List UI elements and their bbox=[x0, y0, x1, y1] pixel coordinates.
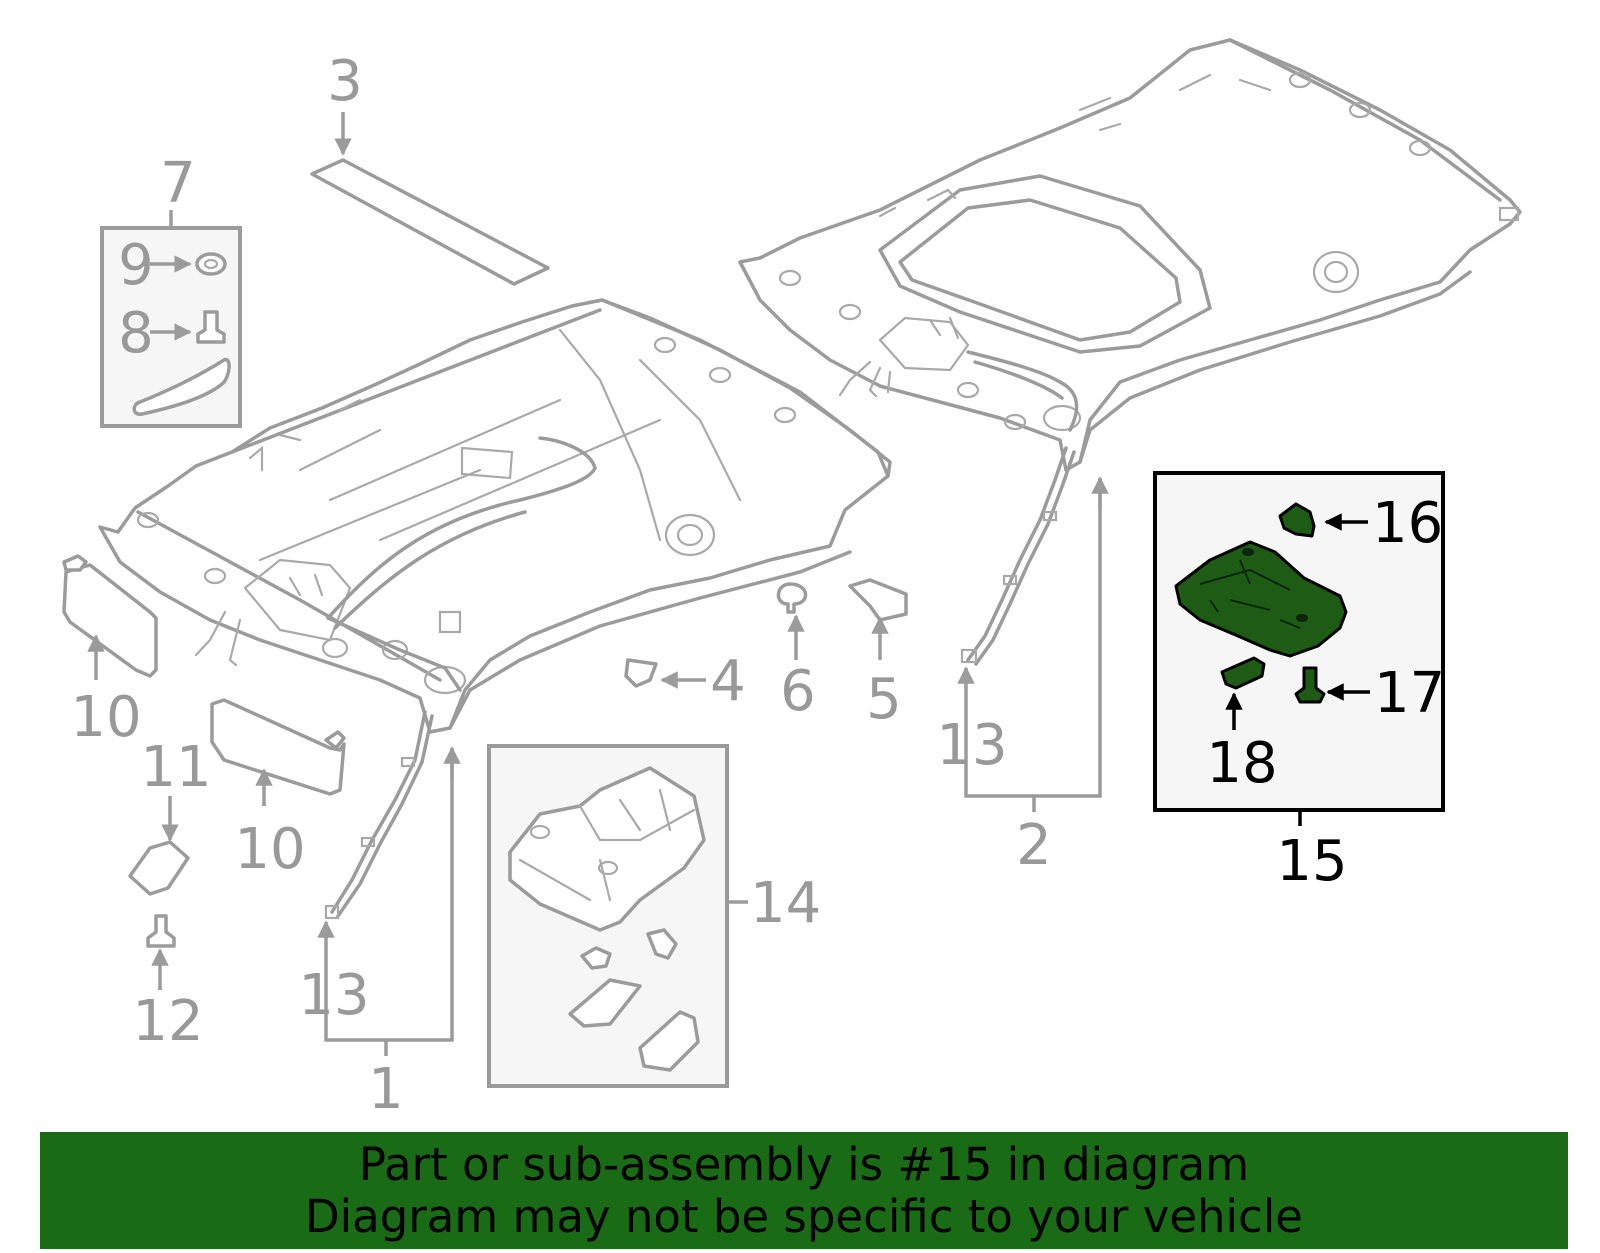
callout-10-upper: 10 bbox=[70, 685, 141, 750]
callout-16: 16 bbox=[1372, 491, 1443, 556]
wire-harness-left bbox=[324, 710, 434, 920]
sun-visor-upper bbox=[62, 563, 158, 678]
part-5-bracket bbox=[848, 578, 908, 622]
wire-harness-right bbox=[960, 446, 1076, 666]
headliner-left bbox=[98, 298, 892, 734]
callout-12: 12 bbox=[132, 989, 203, 1054]
callout-13-right: 13 bbox=[936, 713, 1007, 778]
callout-13-left: 13 bbox=[298, 963, 369, 1028]
part-15-console bbox=[1174, 540, 1348, 658]
box-15-group bbox=[1153, 471, 1445, 826]
headliner-right bbox=[738, 38, 1522, 472]
banner-line-1: Part or sub-assembly is #15 in diagram bbox=[358, 1137, 1250, 1191]
box-14-group bbox=[487, 744, 748, 1088]
part-6-clip bbox=[776, 582, 808, 614]
callout-3: 3 bbox=[327, 49, 363, 114]
info-banner: Part or sub-assembly is #15 in diagram D… bbox=[40, 1132, 1568, 1249]
visor-clip-upper bbox=[62, 554, 88, 572]
sun-visor-lower bbox=[210, 698, 346, 796]
visor-clip-lower bbox=[324, 730, 346, 750]
part-3-strip bbox=[310, 158, 550, 286]
part-18-bulb bbox=[1220, 656, 1266, 690]
callout-11: 11 bbox=[140, 735, 211, 800]
callout-17: 17 bbox=[1374, 661, 1445, 726]
callout-7: 7 bbox=[160, 151, 196, 216]
leader-lines bbox=[87, 112, 1109, 1056]
callout-14: 14 bbox=[750, 871, 821, 936]
callout-8: 8 bbox=[118, 301, 154, 366]
part-17-screw bbox=[1294, 666, 1326, 704]
part-4-clip bbox=[624, 658, 658, 688]
part-12-clip bbox=[146, 914, 176, 948]
callout-18: 18 bbox=[1206, 731, 1277, 796]
callout-9: 9 bbox=[118, 233, 154, 298]
callout-5: 5 bbox=[866, 667, 902, 732]
callout-10-lower: 10 bbox=[234, 817, 305, 882]
callout-2: 2 bbox=[1016, 813, 1052, 878]
part-16-connector bbox=[1278, 502, 1316, 538]
callout-4: 4 bbox=[710, 649, 746, 714]
box-7-group bbox=[100, 210, 242, 428]
callout-6: 6 bbox=[780, 659, 816, 724]
callout-labels: 1 2 3 4 5 6 7 8 9 10 10 11 12 13 13 14 1… bbox=[70, 49, 1445, 1122]
part-11-bracket bbox=[128, 840, 190, 896]
callout-1: 1 bbox=[368, 1057, 404, 1122]
banner-line-2: Diagram may not be specific to your vehi… bbox=[305, 1189, 1303, 1243]
callout-15: 15 bbox=[1276, 829, 1347, 894]
